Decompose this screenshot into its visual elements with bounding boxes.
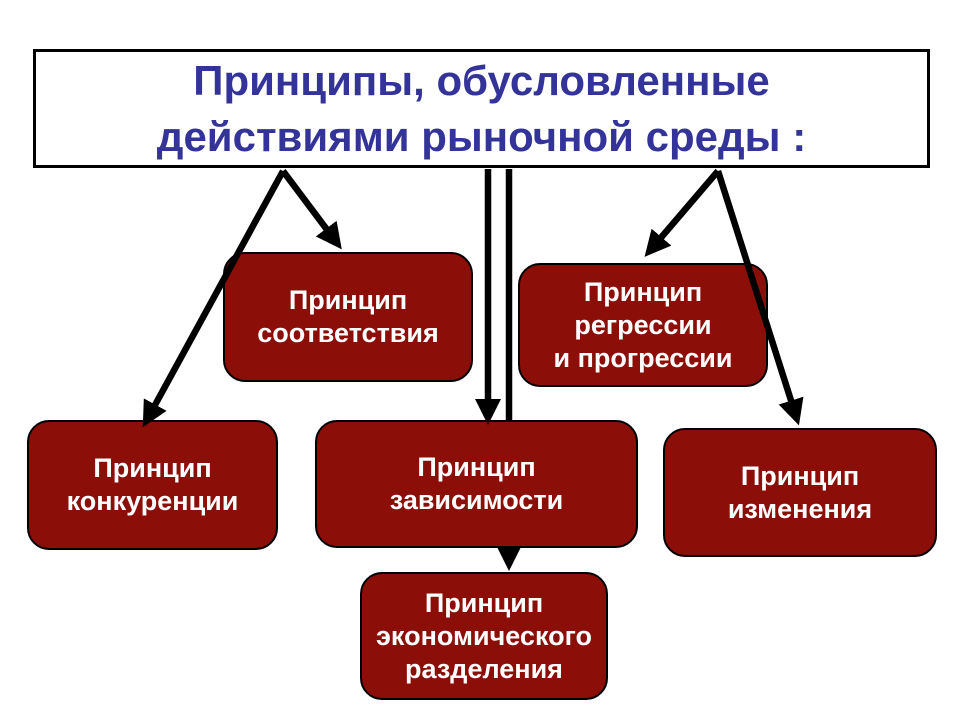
node-label-line: Принцип <box>583 276 703 307</box>
node-princip-ekonomicheskogo-razdeleniya: Принцип экономического разделения <box>360 572 608 700</box>
node-label-line: регрессии <box>574 309 712 340</box>
node-princip-zavisimosti: Принцип зависимости <box>315 420 638 548</box>
title-line-2: действиями рыночной среды : <box>156 112 807 160</box>
title-line-1: Принципы, обусловленные <box>193 56 770 104</box>
node-princip-regressii-i-progressii: Принцип регрессии и прогрессии <box>518 263 768 387</box>
node-label-line: экономического <box>376 620 592 651</box>
node-label-line: Принцип <box>288 285 408 315</box>
node-label-line: конкуренции <box>66 486 239 516</box>
node-princip-izmeneniya: Принцип изменения <box>663 428 937 557</box>
node-label-line: Принцип <box>740 460 860 491</box>
node-label-line: Принцип <box>424 587 544 618</box>
node-label-line: Принцип <box>417 452 536 482</box>
node-label-line: и прогрессии <box>553 342 733 373</box>
node-label-line: соответствия <box>257 318 439 348</box>
title-box: Принципы, обусловленные действиями рыноч… <box>33 49 930 168</box>
node-label-line: Принцип <box>93 453 212 483</box>
node-princip-konkurencii: Принцип конкуренции <box>27 420 278 550</box>
node-label-line: изменения <box>727 493 873 524</box>
node-label-line: разделения <box>405 653 563 684</box>
node-label-line: зависимости <box>389 485 564 515</box>
node-princip-sootvetstviya: Принцип соответствия <box>223 252 473 382</box>
